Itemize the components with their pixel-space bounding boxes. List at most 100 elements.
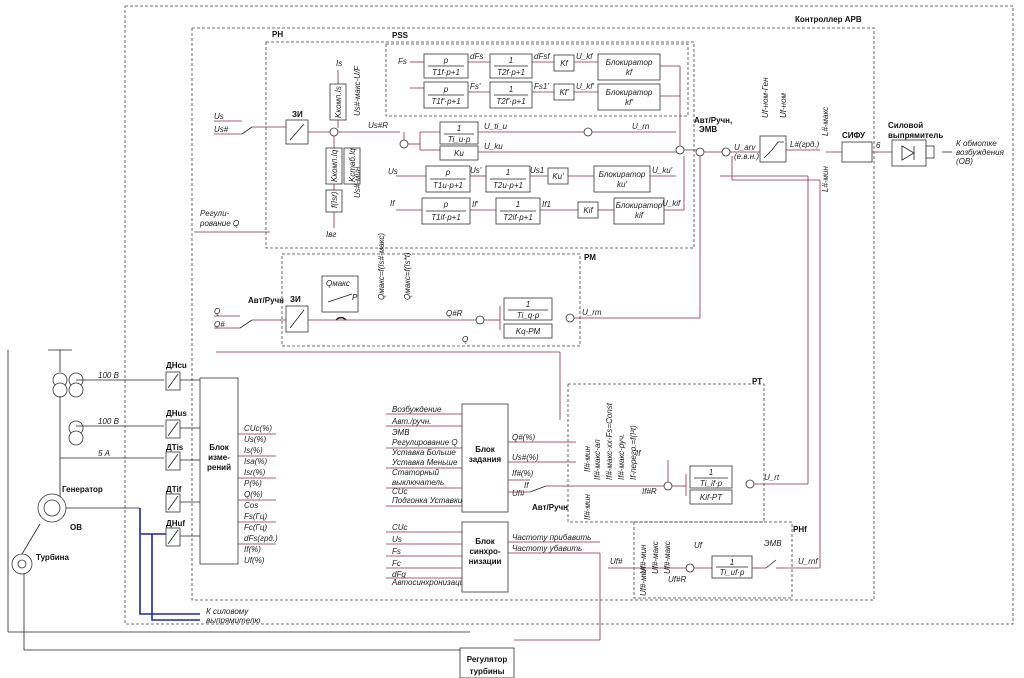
svg-text:СИФУ: СИФУ [842, 131, 866, 140]
sum-ph-2 [399, 139, 409, 149]
svg-text:Ti_uf·p: Ti_uf·p [720, 568, 745, 577]
sifu-block [841, 141, 873, 163]
pss-blocker-kf-prime [597, 83, 661, 111]
svg-text:U_ku: U_ku [484, 142, 503, 151]
svg-text:kf: kf [626, 68, 633, 77]
svg-text:Kif-PT: Kif-PT [700, 493, 723, 502]
svg-text:⌒: ⌒ [336, 317, 346, 329]
svg-text:If': If' [472, 200, 478, 209]
svg-text:kif: kif [635, 211, 644, 220]
svg-text:Возбуждение: Возбуждение [392, 405, 442, 414]
svg-text:Уставка Меньше: Уставка Меньше [391, 458, 458, 467]
svg-text:L#(грд.): L#(грд.) [790, 140, 820, 149]
svg-text:Статорный: Статорный [392, 468, 440, 477]
svg-text:Kкомп.Is: Kкомп.Is [334, 86, 343, 118]
setpoint-inputs: Возбуждение Авт./ручн. ЭМВ Регулирование… [391, 405, 463, 505]
svg-text:T1u·p+1: T1u·p+1 [433, 181, 463, 190]
svg-text:CUc(%): CUc(%) [244, 424, 272, 433]
pss-gain-kf [553, 54, 575, 72]
svg-text:Kif: Kif [583, 206, 593, 215]
svg-text:Блокиратор: Блокиратор [599, 170, 646, 179]
svg-text:рений: рений [207, 463, 231, 472]
svg-text:Fs': Fs' [470, 82, 481, 91]
svg-text:Генератор: Генератор [62, 485, 103, 494]
svg-text:Q: Q [462, 335, 468, 344]
svg-text:Ku: Ku [454, 149, 464, 158]
svg-text:Fs(Гц): Fs(Гц) [244, 512, 267, 521]
svg-text:Q#(%): Q#(%) [512, 433, 535, 442]
svg-text:Us1: Us1 [530, 166, 544, 175]
svg-text:Fc(Гц): Fc(Гц) [244, 523, 267, 532]
svg-text:Частоту прибавить: Частоту прибавить [512, 533, 591, 542]
svg-text:1: 1 [730, 558, 734, 567]
svg-text:Авт/Ручн: Авт/Ручн [248, 296, 284, 305]
svg-text:p: p [443, 56, 449, 65]
phf-title: РНf [793, 525, 807, 534]
svg-text:f(Isr): f(Isr) [330, 191, 339, 208]
svg-text:Is: Is [336, 59, 342, 68]
svg-text:Fs1': Fs1' [534, 82, 549, 91]
svg-text:p: p [445, 168, 451, 177]
svg-text:(е.в.н.): (е.в.н.) [734, 152, 759, 161]
svg-text:If: If [636, 449, 641, 458]
svg-text:dFs(грд.): dFs(грд.) [244, 534, 278, 543]
blocker-kif [613, 197, 665, 225]
svg-text:If-перегр.=f(I²t): If-перегр.=f(I²t) [629, 425, 638, 480]
svg-text:Силовой: Силовой [888, 121, 923, 130]
pss-frame [385, 43, 689, 117]
svg-text:T2u·p+1: T2u·p+1 [493, 181, 523, 190]
svg-text:Блок: Блок [209, 443, 230, 452]
svg-text:ДТis: ДТis [166, 443, 184, 452]
svg-text:ku': ku' [617, 180, 627, 189]
svg-text:1: 1 [506, 168, 510, 177]
svg-text:Авт./ручн.: Авт./ручн. [391, 417, 431, 426]
svg-text:dFsf: dFsf [534, 52, 550, 61]
svg-text:Блокиратор: Блокиратор [606, 58, 653, 67]
svg-text:CUc: CUc [392, 523, 408, 532]
svg-text:Автосинхронизация: Автосинхронизация [391, 578, 469, 587]
svg-text:U_kf': U_kf' [576, 82, 594, 91]
svg-text:100 В: 100 В [98, 417, 120, 426]
label-us-hash: Us# [214, 125, 229, 134]
svg-text:If#-мин: If#-мин [583, 494, 592, 520]
ph-frame [265, 41, 695, 249]
avr-controller-frame [124, 5, 1014, 625]
svg-text:dFg: dFg [392, 570, 406, 579]
svg-text:If#(%): If#(%) [512, 469, 534, 478]
ti-if-block [689, 465, 733, 489]
svg-text:Us#-макс-U/F: Us#-макс-U/F [353, 65, 362, 116]
svg-text:If1: If1 [542, 200, 551, 209]
turbine-regulator-block [459, 647, 515, 678]
svg-text:1: 1 [709, 468, 713, 477]
svg-text:Блокиратор: Блокиратор [616, 201, 663, 210]
svg-text:Ti_q·p: Ti_q·p [517, 311, 540, 320]
sync-block [461, 521, 509, 593]
svg-text:If: If [390, 199, 395, 208]
svg-text:If#-макс-ап: If#-макс-ап [593, 439, 602, 480]
pss-blocker-kf [597, 53, 661, 81]
pss-label-fs: Fs [398, 57, 407, 66]
phf-frame [633, 521, 793, 599]
svg-text:U_rnf: U_rnf [798, 557, 818, 566]
svg-text:If#-макс-руч.: If#-макс-руч. [617, 434, 626, 480]
svg-text:К силовому: К силовому [206, 607, 249, 616]
svg-text:Ku': Ku' [552, 172, 564, 181]
svg-text:Uf#R: Uf#R [668, 575, 686, 584]
svg-text:Is(%): Is(%) [244, 446, 263, 455]
meas-outputs: CUc(%) Us(%) Is(%) Isa(%) Isr(%) P(%) Q(… [244, 424, 278, 565]
svg-text:U_rt: U_rt [764, 473, 780, 482]
sum-pt-2 [745, 479, 755, 489]
label-us: Us [214, 112, 224, 121]
svg-text:5 А: 5 А [98, 449, 110, 458]
svg-text:U_kif: U_kif [662, 199, 681, 208]
power-rectifier-block [891, 139, 927, 167]
kstab-iq-block [343, 147, 361, 185]
svg-text:CUc: CUc [392, 487, 408, 496]
svg-text:Us#R: Us#R [368, 121, 388, 130]
svg-text:ДНuf: ДНuf [166, 519, 185, 528]
svg-text:ЭМВ: ЭМВ [699, 125, 717, 134]
svg-text:100 В: 100 В [98, 371, 120, 380]
svg-text:турбины: турбины [470, 667, 505, 676]
